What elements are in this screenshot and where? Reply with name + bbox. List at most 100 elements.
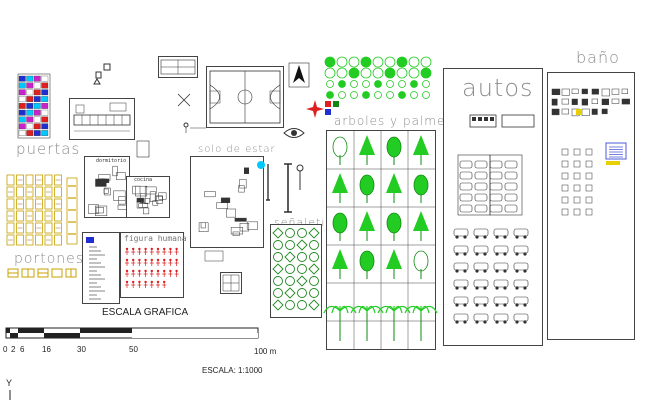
figure-head: [132, 258, 135, 262]
door-elevation: [6, 186, 15, 198]
door-swatch: [26, 116, 34, 123]
figure-head: [144, 247, 147, 251]
car-wheel: [515, 235, 519, 239]
car-block: [474, 171, 488, 180]
palm-frond: [377, 305, 395, 314]
scale-tick-0: 0: [3, 345, 8, 354]
figure-head: [125, 269, 129, 273]
fixture-block: [591, 88, 599, 95]
furniture-block: [246, 221, 258, 230]
figura-humana-panel: [120, 232, 184, 298]
cyan-dot-icon: [257, 161, 265, 169]
door-swatch: [26, 96, 34, 102]
tree-symbols-plan: [324, 56, 432, 99]
car-block: [459, 160, 473, 169]
tree-crown: [413, 211, 429, 231]
car-block: [459, 182, 473, 191]
tree-plan-symbol: [336, 56, 348, 68]
figure-head: [138, 258, 141, 262]
fixture-block: [561, 88, 570, 96]
sign-circle: [273, 276, 283, 286]
escala-grafica-label: ESCALA GRAFICA: [102, 307, 189, 318]
car-side: [473, 245, 489, 254]
figure-body: [143, 261, 148, 266]
tree-plan-symbol: [408, 67, 420, 79]
door-swatch: [18, 116, 26, 123]
fixture-small: [585, 196, 593, 204]
figure-head: [138, 280, 141, 284]
palm-frond: [412, 305, 422, 314]
door-swatch: [33, 130, 41, 136]
figure-head: [156, 280, 160, 284]
sign-circle: [309, 276, 319, 286]
car-wheel: [455, 269, 459, 273]
car-wheel: [483, 269, 487, 273]
car-wheel: [515, 320, 519, 324]
door-vertical-text: [66, 176, 80, 246]
car-wheel: [495, 252, 499, 256]
door-elevation: [6, 198, 15, 210]
car-wheel: [475, 303, 479, 307]
furniture-block: [138, 203, 149, 208]
puertas-block: [17, 73, 51, 139]
furniture-block: [112, 165, 118, 177]
car-wheel: [523, 252, 527, 256]
car-wheel: [475, 235, 479, 239]
door-elevation: [35, 234, 43, 246]
figure-panel-left: [82, 232, 120, 304]
list-header: [86, 237, 94, 243]
door-swatch: [41, 82, 49, 89]
fixture-small: [561, 196, 569, 204]
fixture-block: [561, 108, 569, 115]
tree-plan-symbol: [338, 91, 346, 99]
furniture-block: [135, 185, 148, 197]
figure-body: [125, 261, 129, 266]
figure-body: [137, 283, 142, 288]
figure-head: [132, 247, 135, 251]
door-swatch: [41, 123, 49, 130]
scale-bar-icon: [5, 327, 259, 339]
tree-plan-symbol: [384, 67, 396, 79]
fixture-block: [601, 88, 610, 97]
figure-body: [143, 272, 148, 277]
car-wheel: [503, 303, 507, 307]
furniture-block: [113, 190, 126, 201]
figure-body: [156, 272, 160, 277]
door-swatch: [18, 75, 26, 82]
door-elevation: [6, 174, 15, 186]
car-block: [474, 182, 488, 191]
x-mark: [176, 92, 192, 108]
fixture-small: [561, 148, 569, 156]
bus-window: [472, 117, 476, 121]
furniture-block: [204, 191, 216, 198]
dormitorio-label: dormitorio: [96, 158, 127, 164]
figure-head: [163, 269, 166, 273]
car-wheel: [523, 320, 527, 324]
car-block: [504, 182, 518, 191]
palm-frond: [385, 305, 395, 314]
car-side: [513, 262, 529, 271]
figure-head: [125, 258, 129, 262]
figure-body: [125, 250, 129, 255]
furniture-block: [115, 172, 126, 180]
car-side: [453, 228, 469, 237]
car-wheel: [463, 252, 467, 256]
palm-frond: [366, 305, 384, 314]
figure-head: [175, 269, 178, 273]
compass-icon: [306, 100, 324, 118]
door-elevation: [25, 186, 34, 198]
palm-frond: [358, 305, 368, 314]
car-wheel: [455, 235, 459, 239]
door-elevation: [35, 174, 43, 186]
tree-crown: [386, 136, 402, 158]
y-axis-line: [9, 390, 11, 400]
door-swatch: [18, 109, 26, 116]
door-swatch: [33, 116, 41, 123]
figure-body: [131, 250, 136, 255]
fixture-small: [573, 172, 581, 180]
figure-body: [149, 283, 154, 288]
car-wheel: [463, 269, 467, 273]
tree-crown: [413, 135, 429, 155]
tree-plan-symbol: [398, 91, 406, 99]
door-swatch: [18, 89, 26, 96]
